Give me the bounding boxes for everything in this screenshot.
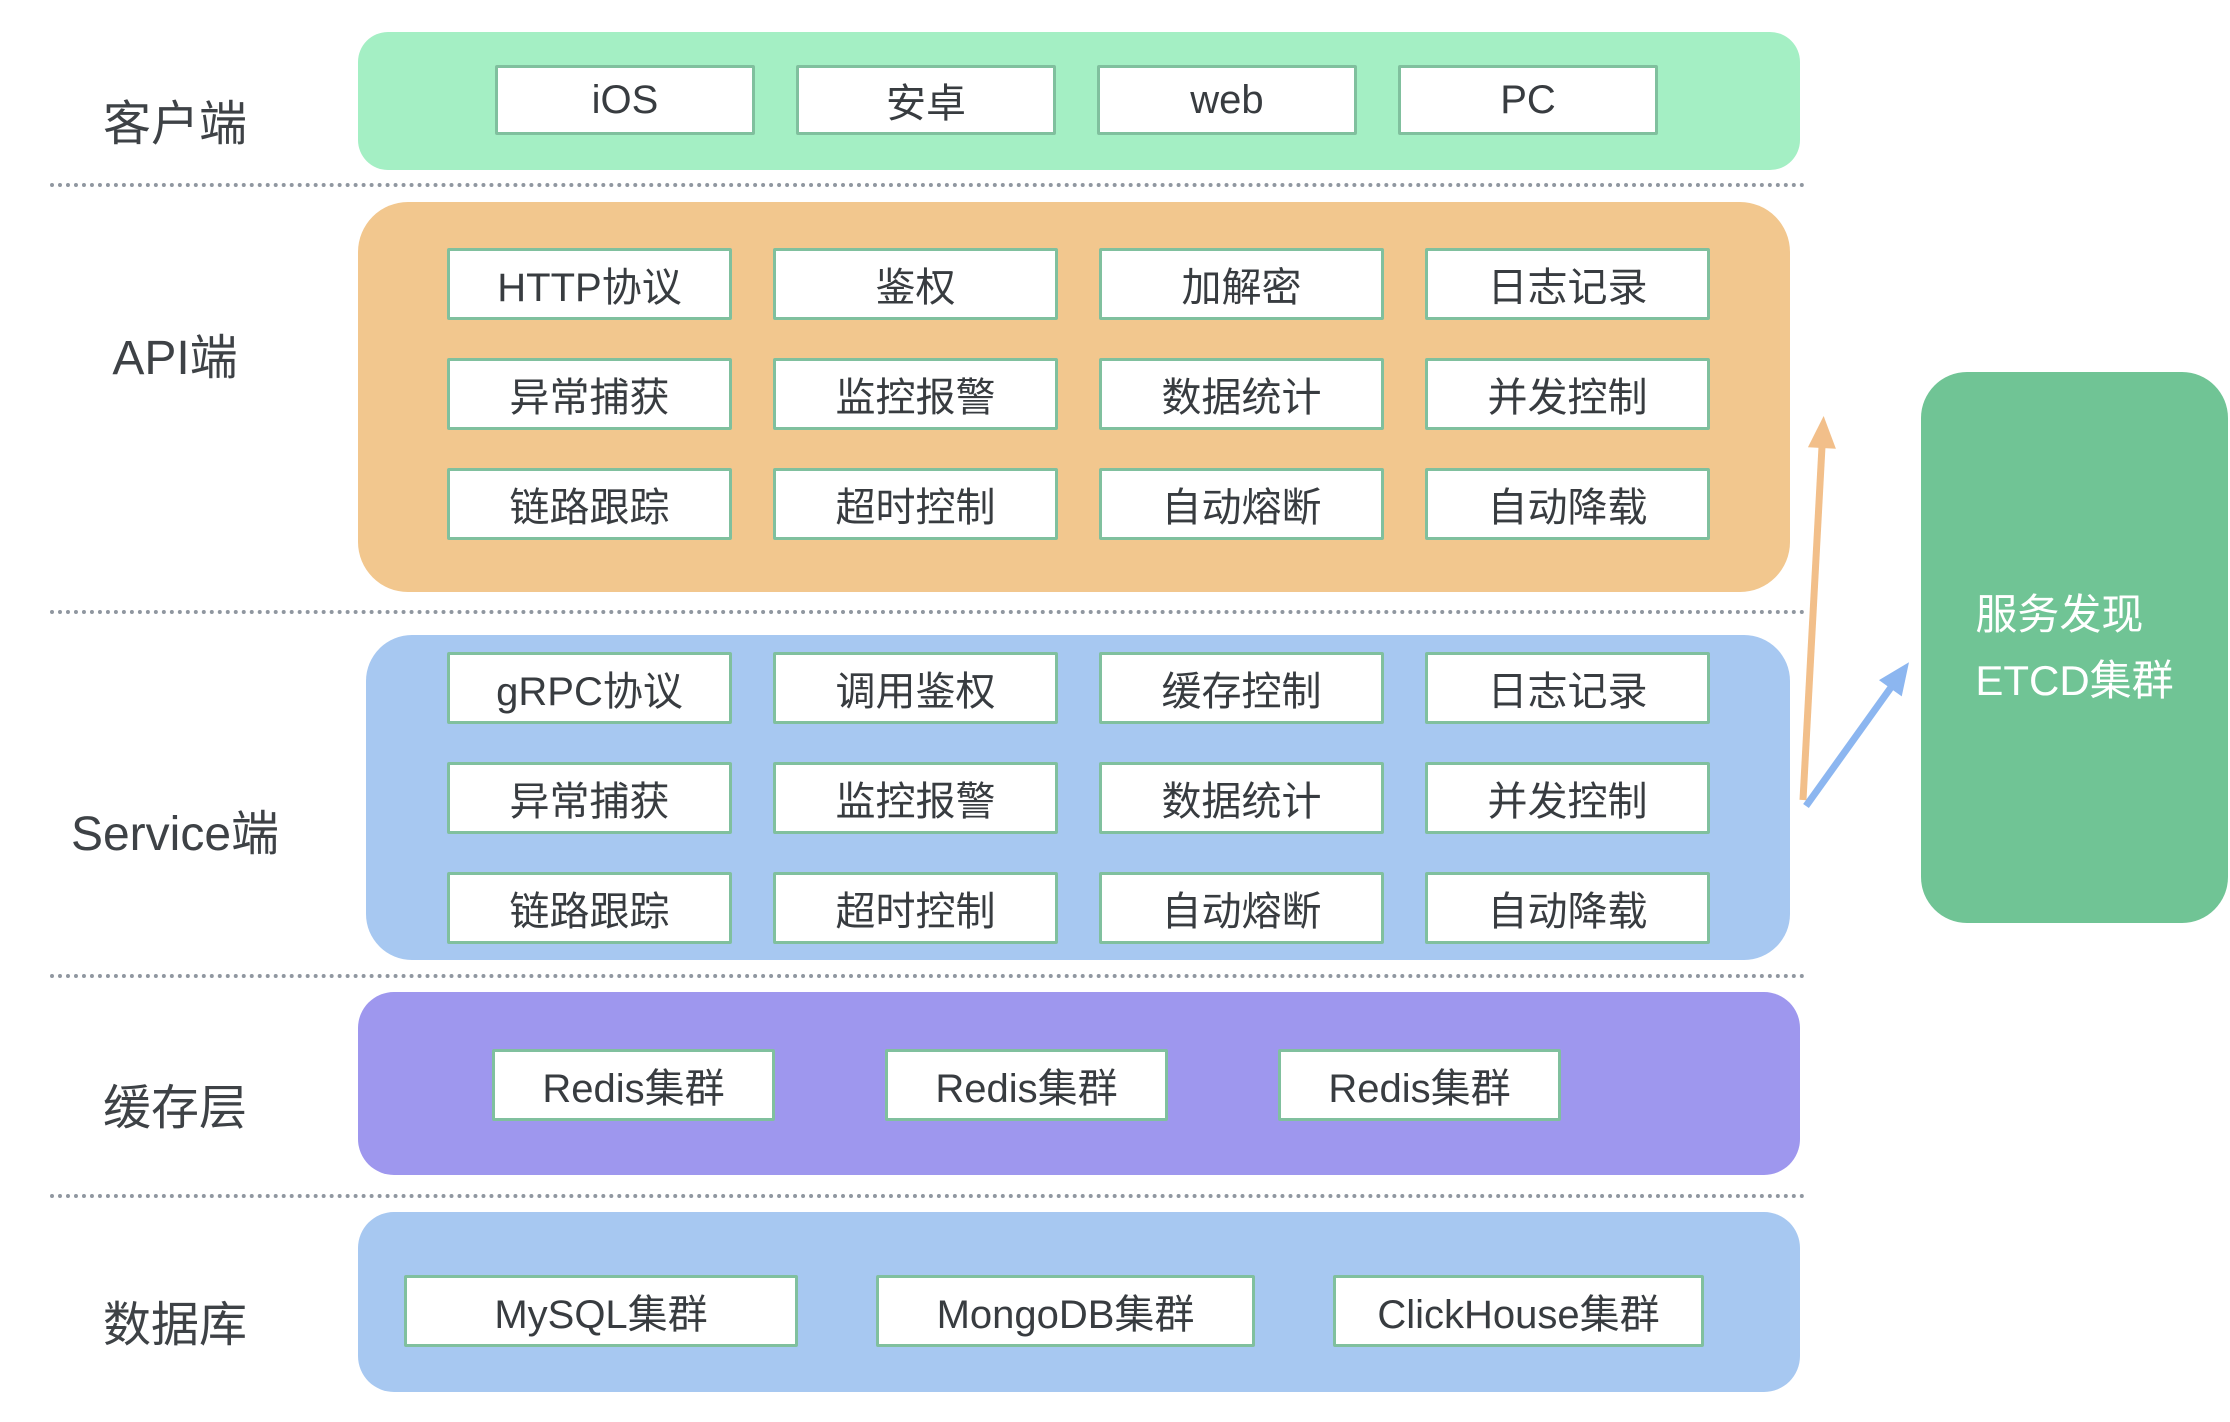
- api-etcd-arrow: [1799, 416, 1836, 801]
- layer-label-api: API端: [112, 332, 238, 385]
- api-item: 监控报警: [773, 358, 1058, 430]
- etcd-label-line2: ETCD集群: [1975, 656, 2174, 704]
- api-item: 超时控制: [773, 468, 1058, 540]
- api-item: 加解密: [1099, 248, 1384, 320]
- dotted-separator: [50, 183, 1806, 187]
- api-item: 鉴权: [773, 248, 1058, 320]
- api-item: 链路跟踪: [447, 468, 732, 540]
- etcd-box: 服务发现 ETCD集群: [1921, 372, 2228, 923]
- api-item: HTTP协议: [447, 248, 732, 320]
- service-item: 数据统计: [1099, 762, 1384, 834]
- client-item: iOS: [495, 65, 755, 135]
- client-item: PC: [1398, 65, 1658, 135]
- layer-client: iOS 安卓 web PC: [358, 32, 1800, 170]
- service-item: 自动熔断: [1099, 872, 1384, 944]
- db-item: ClickHouse集群: [1333, 1275, 1704, 1347]
- layer-label-cache: 缓存层: [102, 1082, 247, 1135]
- api-item: 自动降载: [1425, 468, 1710, 540]
- layer-cache: Redis集群 Redis集群 Redis集群: [358, 992, 1800, 1175]
- layer-database: MySQL集群 MongoDB集群 ClickHouse集群: [358, 1212, 1800, 1392]
- layer-label-database: 数据库: [102, 1299, 247, 1352]
- layer-service: gRPC协议 调用鉴权 缓存控制 日志记录 异常捕获 监控报警 数据统计 并发控…: [366, 635, 1790, 960]
- service-item: 自动降载: [1425, 872, 1710, 944]
- layer-api: HTTP协议 鉴权 加解密 日志记录 异常捕获 监控报警 数据统计 并发控制 链…: [358, 202, 1790, 592]
- db-item: MongoDB集群: [876, 1275, 1255, 1347]
- api-item: 并发控制: [1425, 358, 1710, 430]
- etcd-label: 服务发现 ETCD集群: [1975, 582, 2173, 712]
- api-item: 异常捕获: [447, 358, 732, 430]
- service-item: 缓存控制: [1099, 652, 1384, 724]
- layer-label-service: Service端: [70, 808, 280, 861]
- service-item: gRPC协议: [447, 652, 732, 724]
- service-item: 超时控制: [773, 872, 1058, 944]
- cache-item: Redis集群: [492, 1049, 775, 1121]
- layer-label-client: 客户端: [102, 98, 247, 151]
- service-etcd-arrow: [1803, 662, 1909, 809]
- api-item: 日志记录: [1425, 248, 1710, 320]
- api-item: 数据统计: [1099, 358, 1384, 430]
- api-item: 自动熔断: [1099, 468, 1384, 540]
- client-item: web: [1097, 65, 1357, 135]
- dotted-separator: [50, 1194, 1806, 1198]
- service-item: 链路跟踪: [447, 872, 732, 944]
- dotted-separator: [50, 610, 1806, 614]
- etcd-label-line1: 服务发现: [1975, 591, 2144, 639]
- service-item: 并发控制: [1425, 762, 1710, 834]
- service-item: 日志记录: [1425, 652, 1710, 724]
- cache-item: Redis集群: [1278, 1049, 1561, 1121]
- client-item: 安卓: [796, 65, 1056, 135]
- dotted-separator: [50, 974, 1806, 978]
- service-item: 调用鉴权: [773, 652, 1058, 724]
- service-item: 监控报警: [773, 762, 1058, 834]
- cache-item: Redis集群: [885, 1049, 1168, 1121]
- db-item: MySQL集群: [404, 1275, 798, 1347]
- service-item: 异常捕获: [447, 762, 732, 834]
